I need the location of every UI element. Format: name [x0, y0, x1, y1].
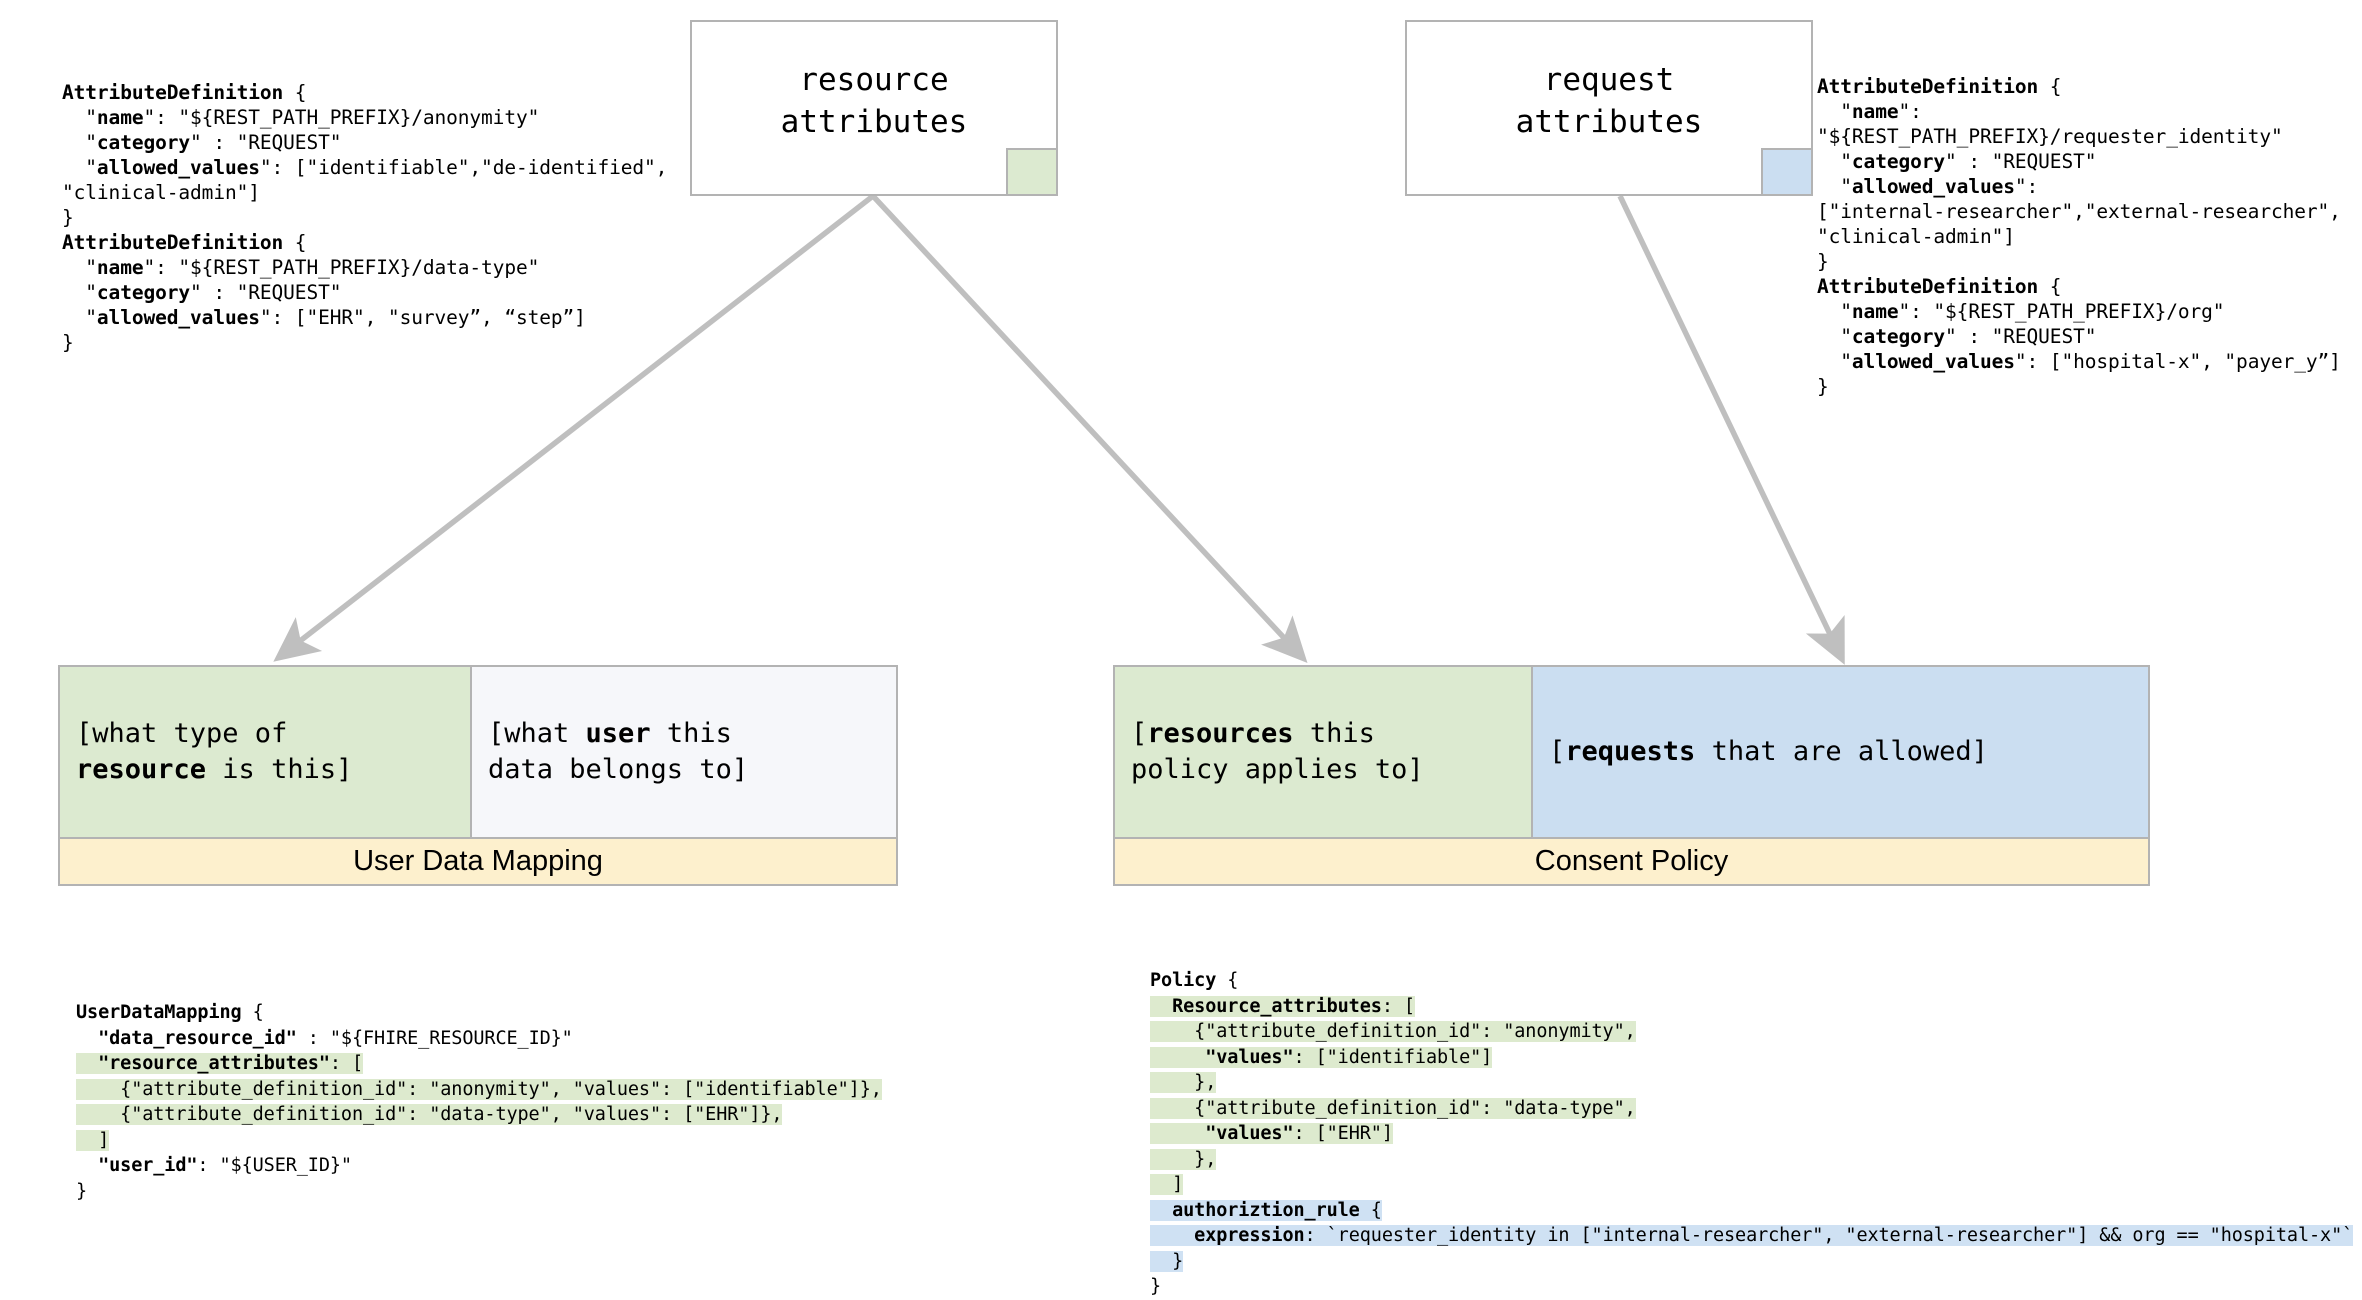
- consent-policy-resources-text: [resources this policy applies to]: [1131, 718, 1424, 785]
- user-data-mapping-body: [what type of resource is this] [what us…: [60, 667, 896, 837]
- consent-policy-body: [resources this policy applies to] [requ…: [1115, 667, 2148, 837]
- code-line: }: [1150, 1276, 1162, 1297]
- request-attributes-label: request attributes: [1515, 62, 1703, 140]
- resource-attributes-box[interactable]: resource attributes: [690, 20, 1058, 196]
- code-line: {"attribute_definition_id": "data-type",…: [76, 1104, 783, 1125]
- code-line: {"attribute_definition_id": "anonymity",…: [76, 1078, 882, 1100]
- code-line: },: [1150, 1148, 1217, 1170]
- resource-attributes-color-swatch: [1006, 148, 1056, 194]
- user-data-mapping-card[interactable]: [what type of resource is this] [what us…: [58, 665, 898, 886]
- code-line: {"attribute_definition_id": "anonymity",: [1150, 1021, 1636, 1042]
- user-data-mapping-title: User Data Mapping: [60, 837, 896, 884]
- consent-policy-card[interactable]: [resources this policy applies to] [requ…: [1113, 665, 2150, 886]
- code-line: "data_resource_id" : "${FHIRE_RESOURCE_I…: [98, 1027, 573, 1049]
- user-data-mapping-user-text: [what user this data belongs to]: [488, 718, 749, 785]
- code-line: "user_id": "${USER_ID}": [98, 1155, 352, 1176]
- user-data-mapping-user-cell[interactable]: [what user this data belongs to]: [472, 667, 896, 837]
- code-line: UserDataMapping {: [76, 1002, 264, 1023]
- code-line: "values": ["identifiable"]: [1150, 1045, 2353, 1071]
- code-line: ]: [1150, 1174, 1184, 1195]
- resource-attributes-label: resource attributes: [780, 62, 968, 140]
- code-line: "resource_attributes": [: [76, 1051, 882, 1077]
- code-line: ]: [76, 1129, 110, 1151]
- user-data-mapping-resource-cell[interactable]: [what type of resource is this]: [60, 667, 472, 837]
- consent-policy-title: Consent Policy: [1115, 837, 2148, 884]
- code-line: expression: `requester_identity in ["int…: [1150, 1223, 2353, 1249]
- code-line: "values": ["EHR"]: [1150, 1121, 2353, 1147]
- code-line: }: [76, 1180, 88, 1202]
- attribute-definitions-right-code: AttributeDefinition { "name": "${REST_PA…: [1817, 75, 2341, 398]
- arrow-request-to-consent-policy: [1617, 194, 1845, 665]
- code-line: }: [1150, 1250, 1184, 1272]
- consent-policy-requests-cell[interactable]: [requests that are allowed]: [1533, 667, 2148, 837]
- code-line: Policy {: [1150, 970, 1239, 991]
- user-data-mapping-code: UserDataMapping { "data_resource_id" : "…: [76, 1000, 882, 1204]
- request-attributes-color-swatch: [1761, 148, 1811, 194]
- code-line: authoriztion_rule {: [1150, 1198, 2353, 1224]
- code-line: },: [1150, 1072, 1217, 1093]
- consent-policy-code: Policy { Resource_attributes: [ {"attrib…: [1150, 968, 2353, 1300]
- user-data-mapping-resource-text: [what type of resource is this]: [76, 718, 353, 785]
- consent-policy-requests-text: [requests that are allowed]: [1549, 736, 1988, 767]
- consent-policy-resources-cell[interactable]: [resources this policy applies to]: [1115, 667, 1533, 837]
- attribute-definitions-left-code: AttributeDefinition { "name": "${REST_PA…: [62, 81, 668, 354]
- arrow-resource-to-consent-policy: [870, 194, 1308, 664]
- code-line: {"attribute_definition_id": "data-type",: [1150, 1097, 1636, 1119]
- code-line: Resource_attributes: [: [1150, 994, 2353, 1020]
- request-attributes-box[interactable]: request attributes: [1405, 20, 1813, 196]
